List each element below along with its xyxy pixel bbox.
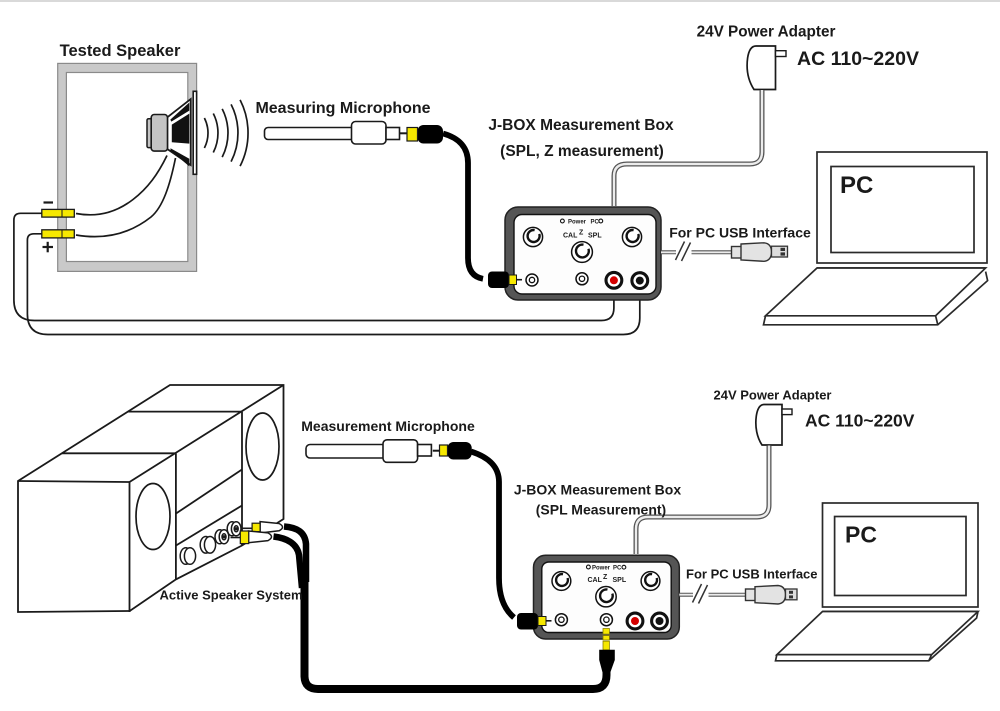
svg-text:Measurement Microphone: Measurement Microphone: [301, 418, 475, 434]
svg-text:24V Power Adapter: 24V Power Adapter: [697, 24, 836, 41]
svg-text:Active Speaker System: Active Speaker System: [159, 588, 302, 603]
svg-text:For PC USB Interface: For PC USB Interface: [669, 225, 811, 241]
svg-text:AC 110~220V: AC 110~220V: [805, 411, 915, 431]
svg-text:J-BOX Measurement Box: J-BOX Measurement Box: [488, 117, 674, 134]
svg-text:Z: Z: [579, 230, 584, 237]
svg-text:(SPL Measurement): (SPL Measurement): [536, 502, 666, 518]
svg-text:Power: Power: [568, 220, 587, 226]
svg-text:PC: PC: [591, 220, 600, 226]
svg-text:Tested Speaker: Tested Speaker: [60, 42, 181, 60]
svg-text:PC: PC: [613, 566, 622, 572]
svg-text:24V Power Adapter: 24V Power Adapter: [713, 388, 831, 403]
svg-text:Measuring Microphone: Measuring Microphone: [255, 100, 430, 117]
svg-text:For PC USB Interface: For PC USB Interface: [686, 567, 817, 582]
svg-text:AC 110~220V: AC 110~220V: [797, 48, 919, 70]
svg-text:CAL: CAL: [588, 577, 603, 584]
svg-text:Z: Z: [603, 574, 608, 581]
svg-text:PC: PC: [845, 522, 877, 548]
svg-text:CAL: CAL: [563, 233, 578, 240]
svg-text:SPL: SPL: [588, 233, 602, 240]
svg-text:(SPL, Z measurement): (SPL, Z measurement): [500, 143, 664, 160]
svg-text:PC: PC: [840, 172, 873, 199]
svg-text:SPL: SPL: [613, 577, 627, 584]
svg-text:J-BOX Measurement Box: J-BOX Measurement Box: [514, 482, 681, 498]
svg-text:Power: Power: [592, 566, 611, 572]
